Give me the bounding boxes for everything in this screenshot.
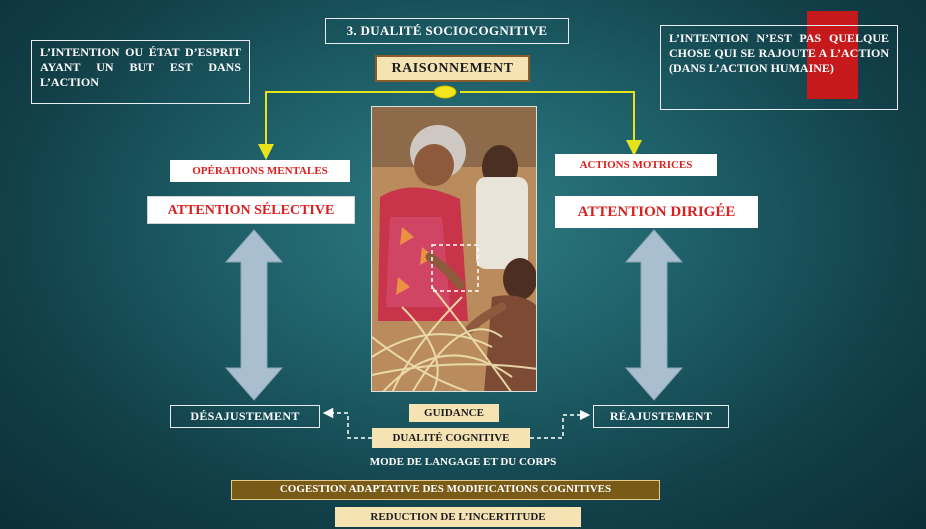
desajustement-box: DÉSAJUSTEMENT <box>170 405 320 428</box>
photo-illustration <box>372 107 536 391</box>
reajustement-box: RÉAJUSTEMENT <box>593 405 729 428</box>
mode-langage-text: MODE DE LANGAGE ET DU CORPS <box>369 456 557 468</box>
dashed-connector-left <box>322 407 372 439</box>
attention-dirigee-box: ATTENTION DIRIGÉE <box>555 196 758 228</box>
guidance-box: GUIDANCE <box>409 404 499 422</box>
cogestion-box: COGESTION ADAPTATIVE DES MODIFICATIONS C… <box>231 480 660 500</box>
slide-title: 3. DUALITÉ SOCIOCOGNITIVE <box>325 18 569 44</box>
connector-node <box>433 85 457 99</box>
attention-selective-box: ATTENTION SÉLECTIVE <box>147 196 355 224</box>
weaving-photo <box>371 106 537 392</box>
dashed-connector-right <box>530 409 591 439</box>
actions-motrices-label: ACTIONS MOTRICES <box>555 154 717 176</box>
reduction-box: REDUCTION DE L’INCERTITUDE <box>335 507 581 527</box>
double-arrow-right <box>624 229 684 401</box>
note-right: L’INTENTION N’EST PAS QUELQUE CHOSE QUI … <box>660 25 898 110</box>
operations-mentales-label: OPÉRATIONS MENTALES <box>170 160 350 182</box>
dualite-cognitive-box: DUALITÉ COGNITIVE <box>372 428 530 448</box>
note-left: L’INTENTION OU ÉTAT D’ESPRIT AYANT UN BU… <box>31 40 250 104</box>
double-arrow-left <box>224 229 284 401</box>
raisonnement-box: RAISONNEMENT <box>375 55 530 82</box>
